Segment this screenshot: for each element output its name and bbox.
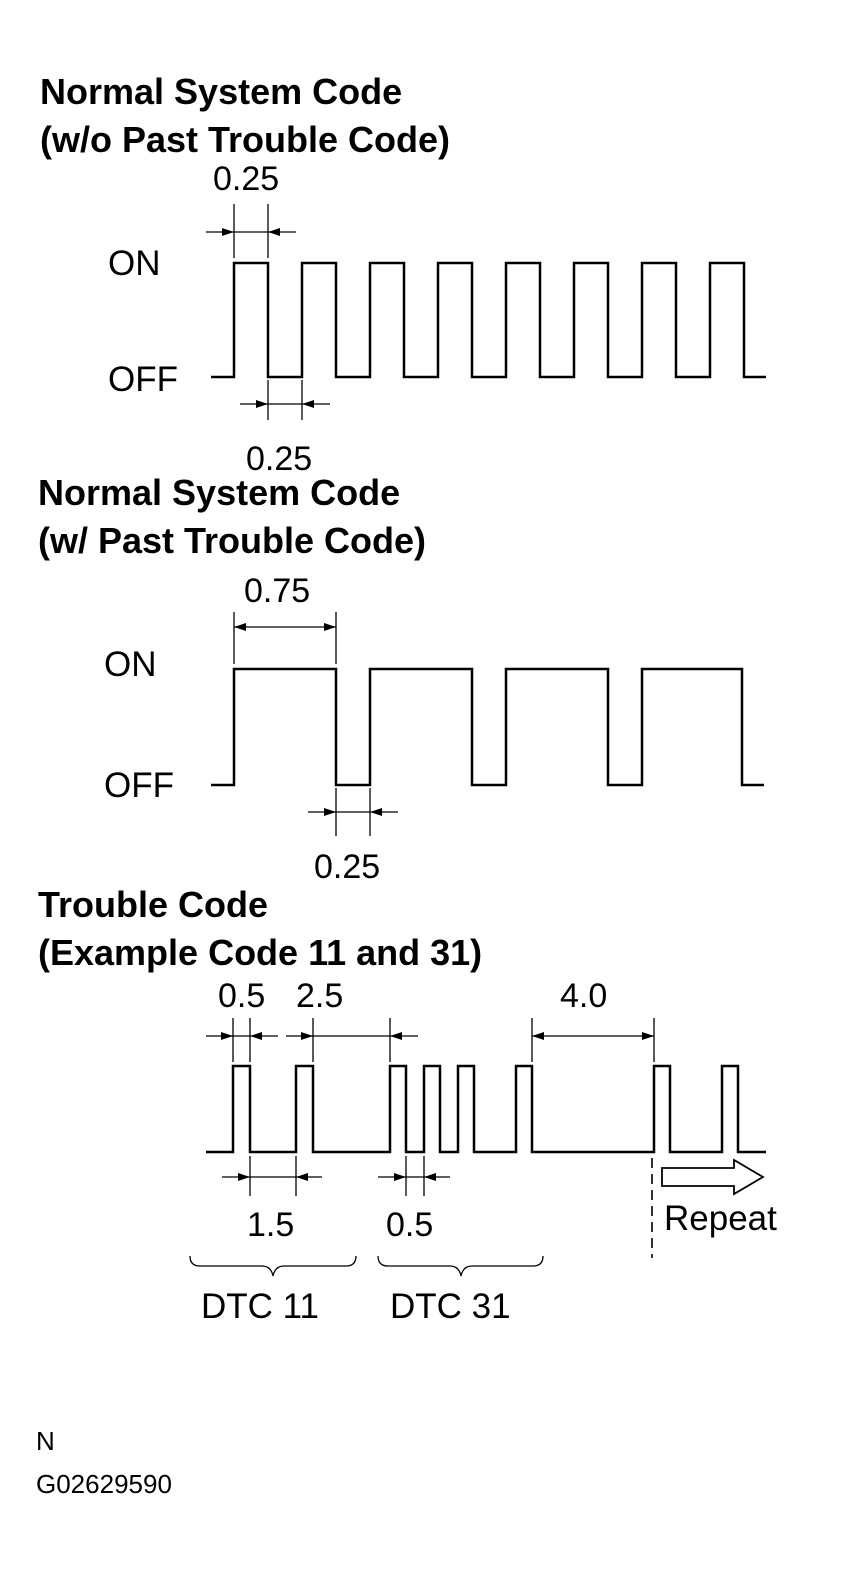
section1-title-line1: Normal System Code xyxy=(40,71,402,112)
section2-off-duration: 0.25 xyxy=(314,848,380,886)
section1-off-label: OFF xyxy=(108,360,178,399)
section2-off-label: OFF xyxy=(104,766,174,805)
dim-arrow xyxy=(250,1032,262,1040)
section3-off-duration: 0.5 xyxy=(386,1206,433,1244)
dim-arrow xyxy=(324,623,336,631)
section1-on-duration: 0.25 xyxy=(213,160,279,198)
dim-arrow xyxy=(370,808,382,816)
section3-title-line2: (Example Code 11 and 31) xyxy=(38,932,482,973)
dim-arrow xyxy=(222,228,234,236)
section1-on-label: ON xyxy=(108,244,161,283)
repeat-arrow-icon xyxy=(661,1158,765,1196)
repeat-label: Repeat xyxy=(664,1199,777,1238)
dim-arrow xyxy=(296,1173,308,1181)
dim-arrow xyxy=(532,1032,544,1040)
footer-mark: N xyxy=(36,1426,55,1456)
dim-arrow xyxy=(324,808,336,816)
dim-arrow xyxy=(256,400,268,408)
dim-arrow xyxy=(221,1032,233,1040)
dtc31-brace xyxy=(377,1255,544,1277)
section3-repeat-gap: 4.0 xyxy=(560,977,607,1015)
dim-arrow xyxy=(424,1173,436,1181)
dtc11-brace xyxy=(189,1255,357,1277)
dim-arrow xyxy=(268,228,280,236)
section1-off-duration: 0.25 xyxy=(246,440,312,478)
section3-dtc-gap: 2.5 xyxy=(296,977,343,1015)
dim-arrow xyxy=(390,1032,402,1040)
section2-title-line1: Normal System Code xyxy=(38,472,400,513)
dim-arrow xyxy=(302,400,314,408)
section2-on-label: ON xyxy=(104,645,157,684)
section1-waveform xyxy=(211,261,766,379)
section3-on-duration: 0.5 xyxy=(218,977,265,1015)
dtc31-label: DTC 31 xyxy=(390,1287,511,1326)
dim-arrow xyxy=(234,623,246,631)
section1-title-line2: (w/o Past Trouble Code) xyxy=(40,119,450,160)
figure-id: G02629590 xyxy=(36,1469,172,1499)
dim-arrow xyxy=(394,1173,406,1181)
section3-title-line1: Trouble Code xyxy=(38,884,268,925)
dim-arrow xyxy=(301,1032,313,1040)
section3-waveform xyxy=(206,1064,766,1154)
section2-on-duration: 0.75 xyxy=(244,572,310,610)
section2-waveform xyxy=(211,667,764,787)
dim-arrow xyxy=(238,1173,250,1181)
dtc11-label: DTC 11 xyxy=(201,1287,319,1326)
dim-arrow xyxy=(642,1032,654,1040)
section2-title-line2: (w/ Past Trouble Code) xyxy=(38,520,426,561)
section3-digit-gap: 1.5 xyxy=(247,1206,294,1244)
